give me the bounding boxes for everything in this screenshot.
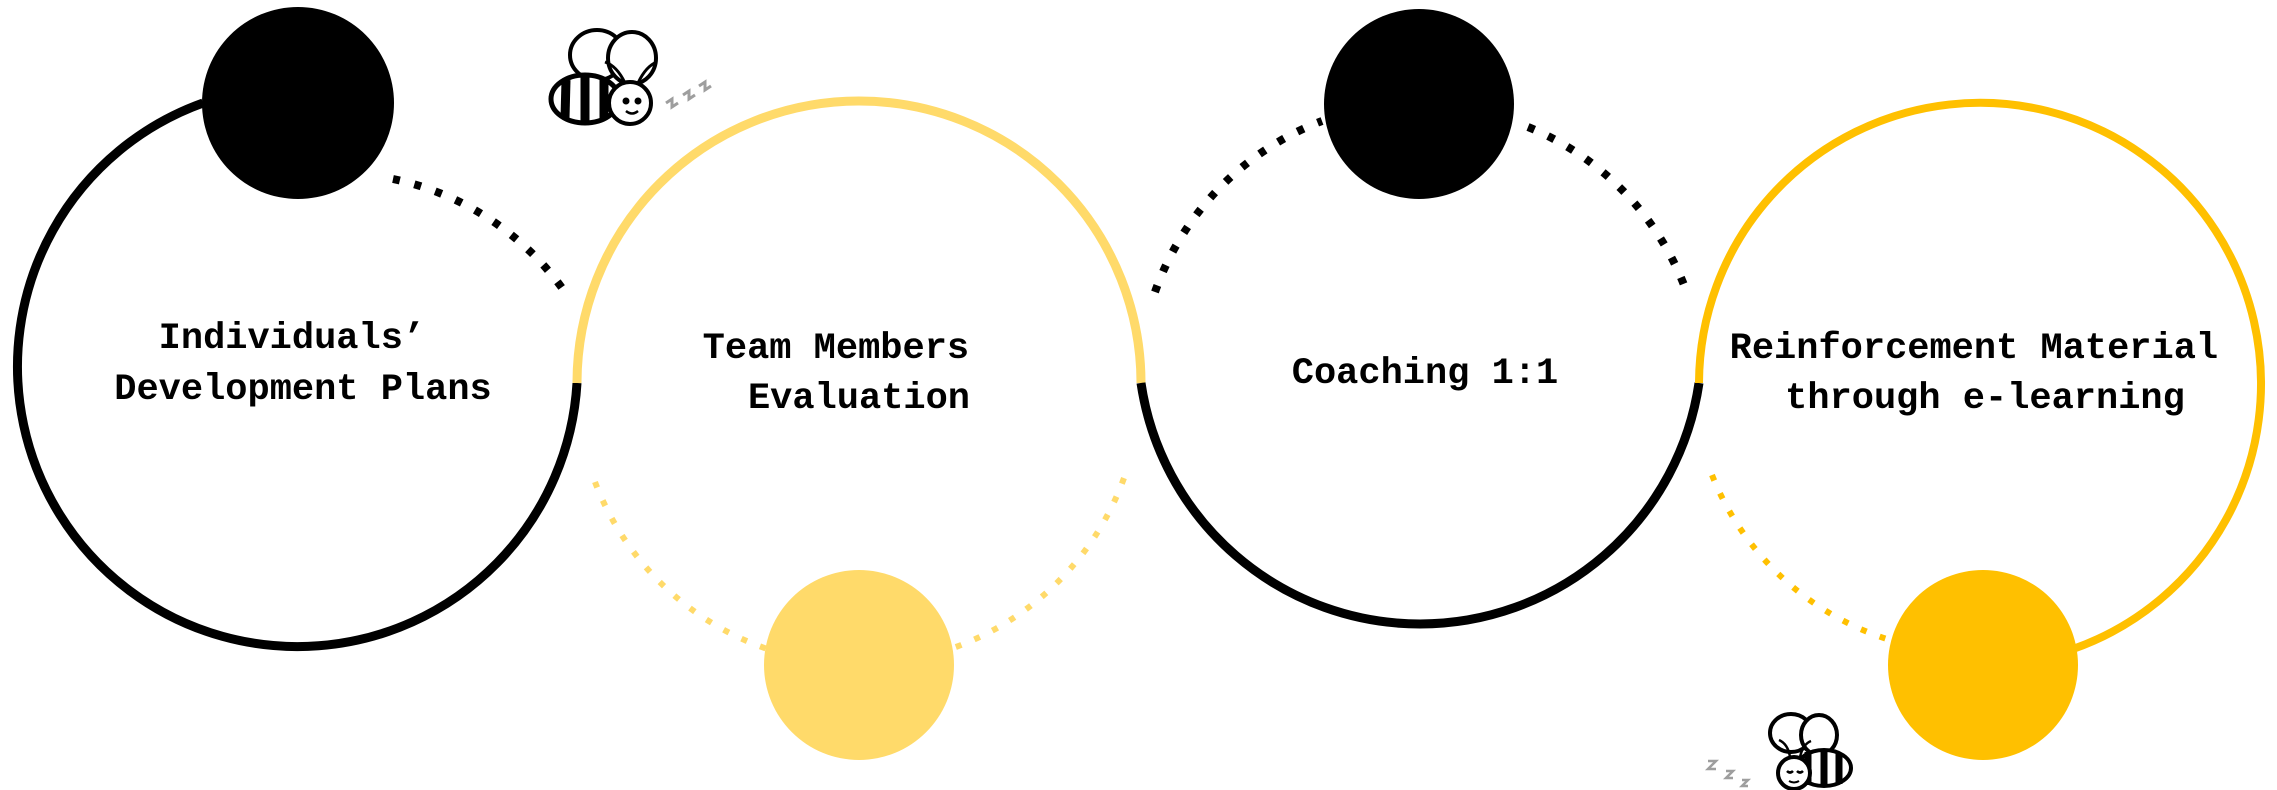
step-3-label: Coaching 1:1 xyxy=(1292,353,1558,395)
step-1-label-line-1: Individuals’ xyxy=(159,318,425,360)
step-3-label-line-1: Coaching 1:1 xyxy=(1292,353,1558,395)
step-4-label: Reinforcement Material through e-learnin… xyxy=(1730,328,2241,420)
step-1-label: Individuals’ Development Plans xyxy=(114,318,491,411)
step-1-ring-dotted-arc xyxy=(392,175,571,298)
bee-icon xyxy=(548,28,712,126)
step-3-black-dot xyxy=(1324,9,1514,199)
step-3-ring-dotted-arc-right xyxy=(1526,123,1688,287)
step-3-coaching: Coaching 1:1 xyxy=(1136,9,1704,629)
sleeping-bee-icon xyxy=(1704,712,1853,790)
step-4-ring-dotted-arc xyxy=(1709,473,1891,643)
step-4-reinforcement-material: Reinforcement Material through e-learnin… xyxy=(1695,98,2265,760)
step-4-label-line-2: through e-learning xyxy=(1785,378,2185,420)
step-4-label-line-1: Reinforcement Material xyxy=(1730,328,2218,370)
step-1-black-dot xyxy=(202,7,394,199)
step-1-ring-solid-arc xyxy=(13,98,582,652)
step-4-gold-dot xyxy=(1888,570,2078,760)
step-2-label: Team Members Evaluation xyxy=(703,328,992,420)
step-1-individuals-development-plans: Individuals’ Development Plans xyxy=(13,7,582,652)
step-2-team-members-evaluation: Team Members Evaluation xyxy=(572,96,1146,760)
step-1-label-line-2: Development Plans xyxy=(114,369,491,411)
step-3-ring-dotted-arc-left xyxy=(1151,117,1324,294)
step-4-ring-solid-arc xyxy=(1695,98,2265,653)
step-2-ring-solid-arc xyxy=(572,96,1146,384)
step-2-yellow-dot xyxy=(764,570,954,760)
step-3-ring-solid-arc xyxy=(1136,382,1704,629)
step-2-label-line-2: Evaluation xyxy=(748,378,970,420)
step-2-label-line-1: Team Members xyxy=(703,328,969,370)
